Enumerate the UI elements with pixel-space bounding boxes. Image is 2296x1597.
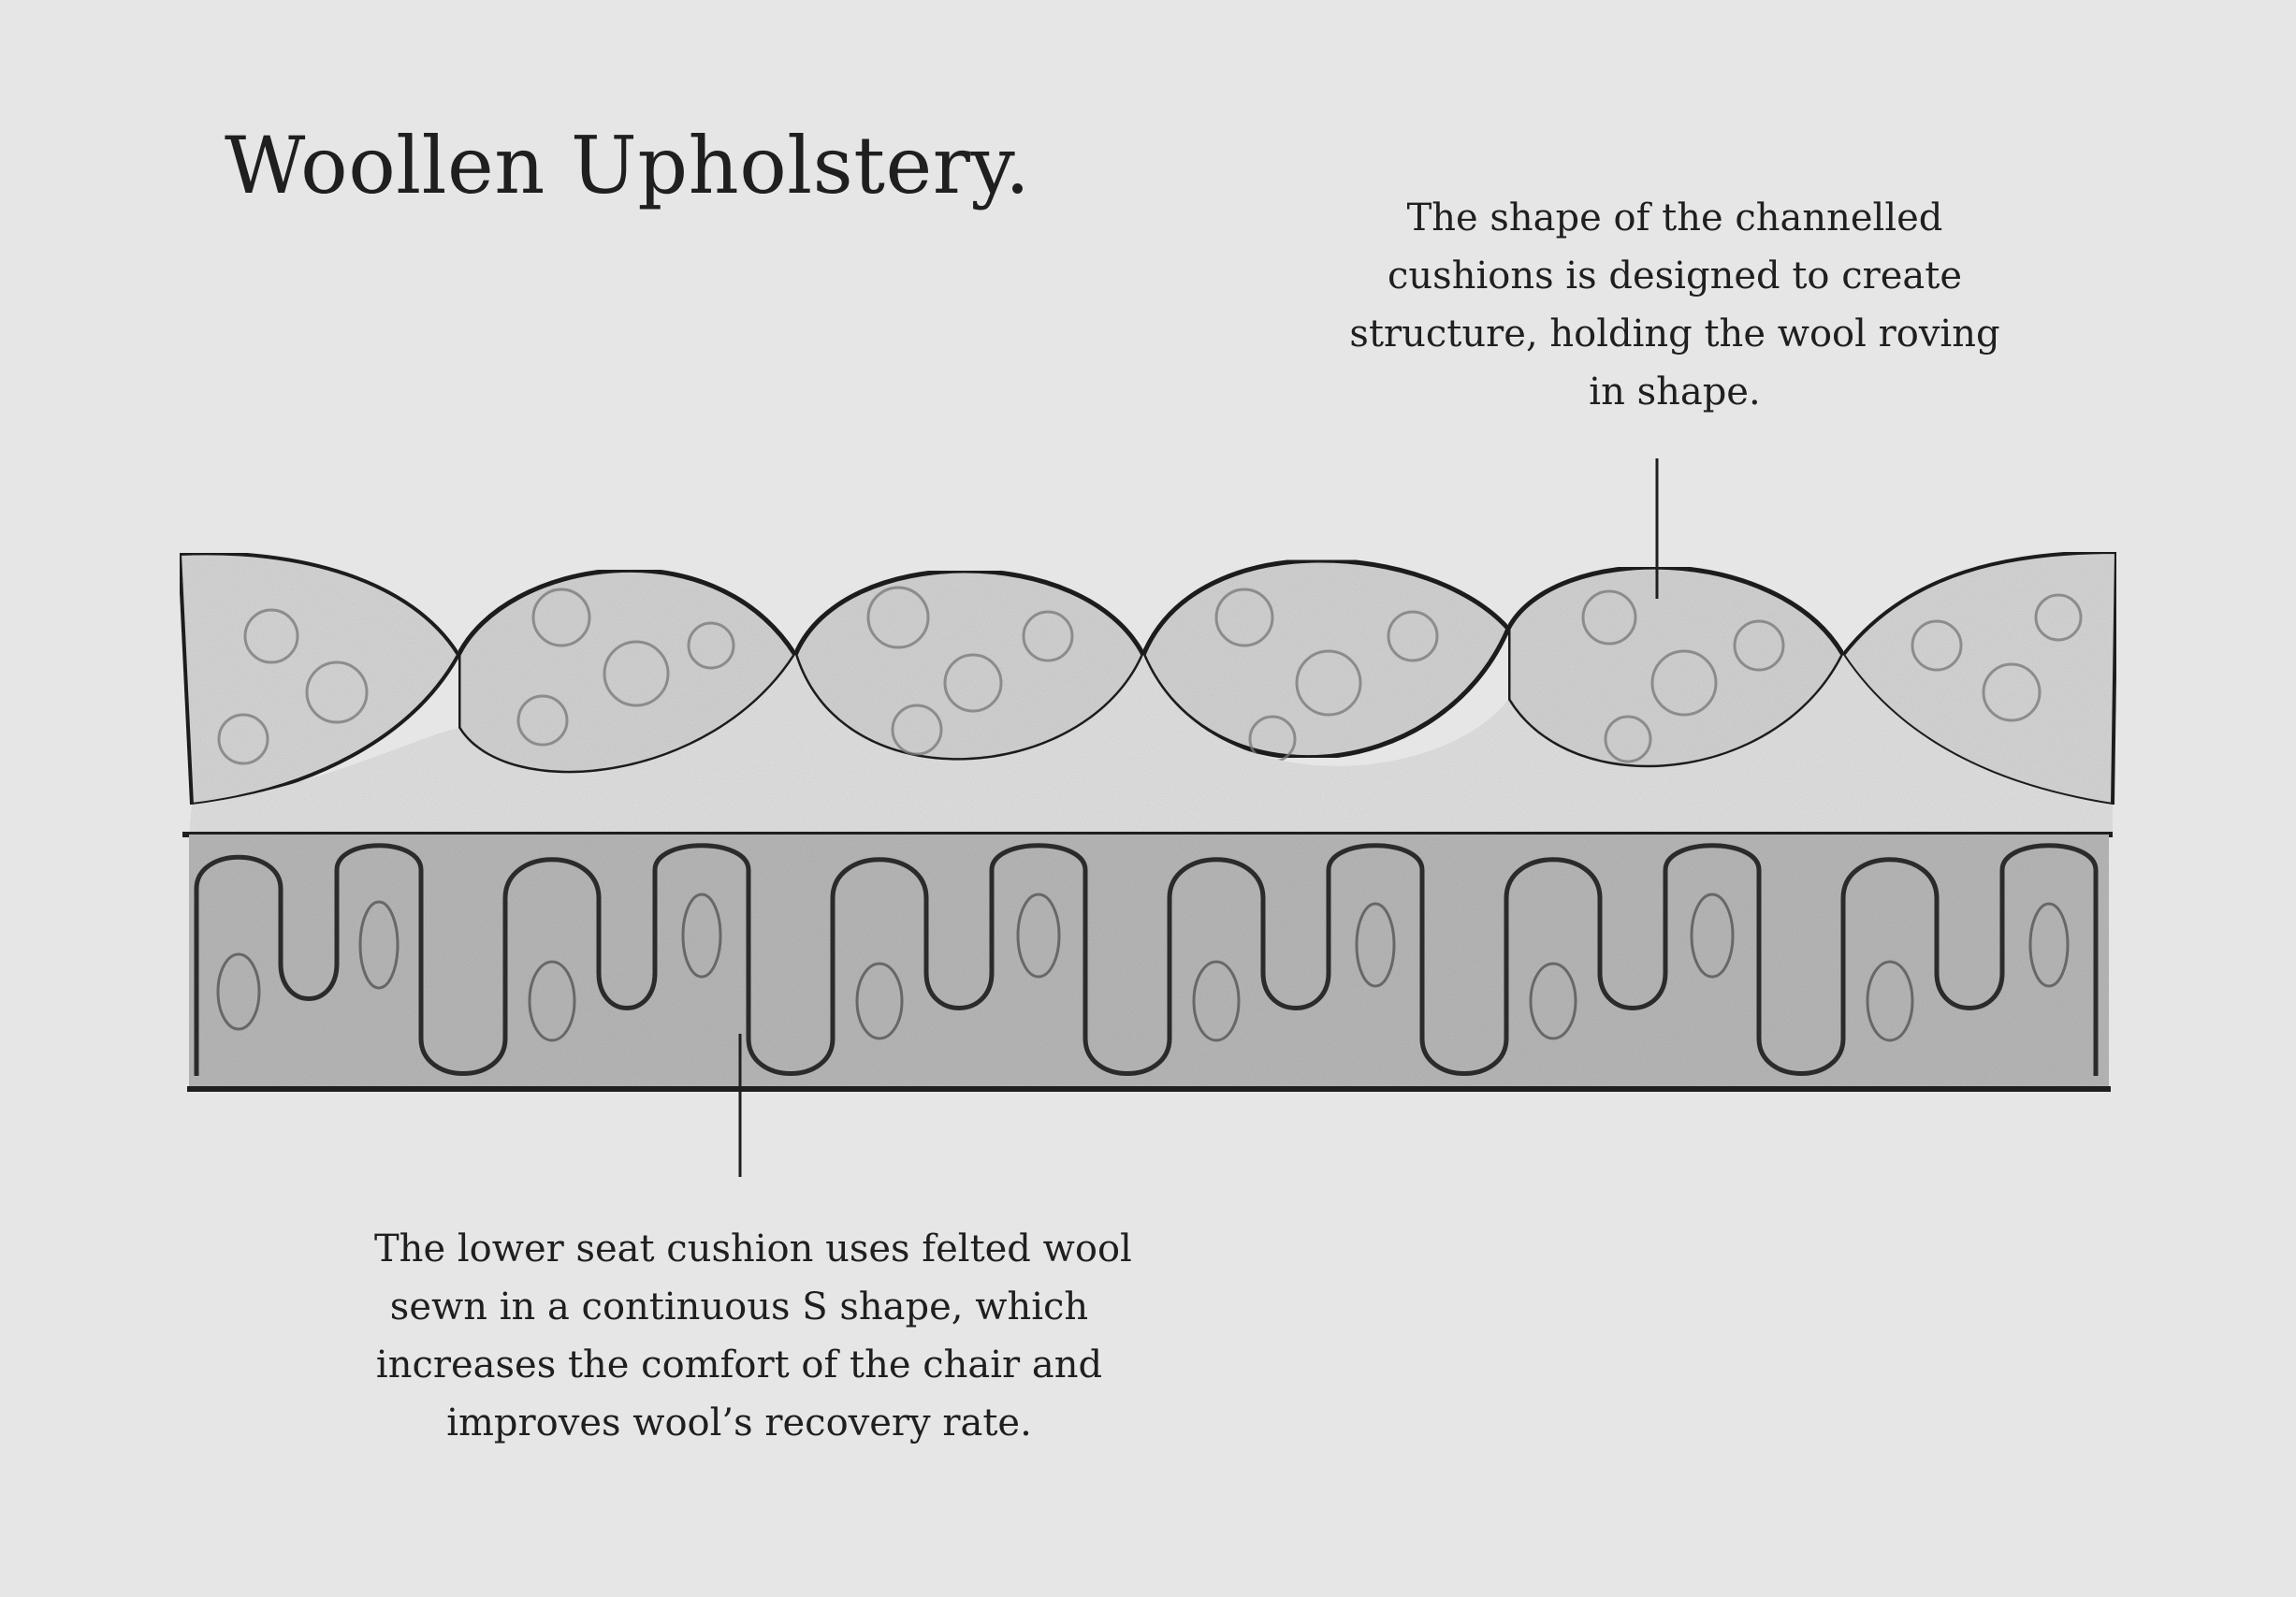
s-shape-felt-path (194, 843, 2099, 1076)
annotation-line: The lower seat cushion uses felted wool (374, 1227, 1132, 1270)
annotation-channelled-cushions: The shape of the channelled cushions is … (1347, 189, 2002, 421)
channelled-cushions (177, 549, 2119, 835)
annotation-lower-seat-cushion: The lower seat cushion uses felted wool … (374, 1220, 1132, 1452)
annotation-line: structure, holding the wool roving (1349, 312, 2000, 356)
annotation-line: increases the comfort of the chair and (375, 1343, 1103, 1386)
annotation-line: improves wool’s recovery rate. (446, 1401, 1032, 1445)
felted-wool-s-cushion (189, 835, 2109, 1089)
annotation-line: sewn in a continuous S shape, which (389, 1285, 1089, 1328)
annotation-line: in shape. (1589, 370, 1761, 414)
cushion-base-fill (189, 655, 2113, 835)
annotation-line: cushions is designed to create (1388, 254, 1962, 298)
page-title: Woollen Upholstery. (225, 120, 1031, 211)
felt-texture (216, 893, 2070, 1042)
lower-cushion-body (189, 835, 2109, 1089)
wool-roving-texture (217, 586, 2083, 765)
cushion-right-edge (1840, 549, 2119, 807)
annotation-line: The shape of the channelled (1406, 196, 1943, 240)
